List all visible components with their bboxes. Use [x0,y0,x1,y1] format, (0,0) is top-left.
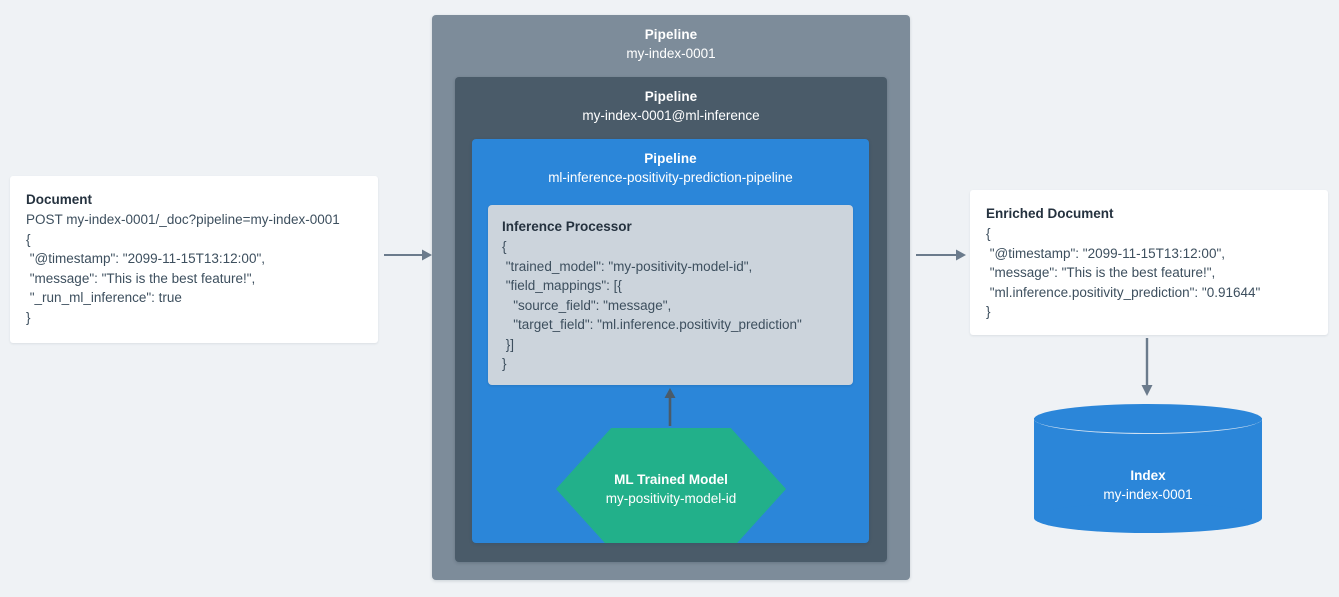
pipeline-middle-label: Pipeline [644,89,698,104]
inference-processor-line-6: } [502,356,507,371]
inference-processor-line-0: { [502,239,507,254]
index-cylinder: Index my-index-0001 [1034,404,1262,533]
index-name: my-index-0001 [1103,487,1193,502]
inference-processor-line-1: "trained_model": "my-positivity-model-id… [502,258,753,274]
arrow-model-to-processor-icon [664,388,676,426]
enriched-document-card: Enriched Document { "@timestamp": "2099-… [970,190,1328,335]
document-card-title: Document [26,192,93,207]
inference-processor-box: Inference Processor { "trained_model": "… [488,205,853,385]
enriched-document-line-3: "ml.inference.positivity_prediction": "0… [986,284,1261,300]
inference-processor-title: Inference Processor [502,219,632,234]
document-card-line-3: "message": "This is the best feature!", [26,270,256,286]
index-cylinder-bottom [1034,503,1262,533]
enriched-document-line-1: "@timestamp": "2099-11-15T13:12:00", [986,245,1225,261]
pipeline-inner-label: Pipeline [644,151,697,166]
index-cylinder-label-group: Index my-index-0001 [1034,466,1262,504]
document-card-line-4: "_run_ml_inference": true [26,290,182,305]
enriched-document-line-4: } [986,304,991,319]
ml-trained-model-label: ML Trained Model [614,472,728,487]
enriched-document-title: Enriched Document [986,206,1114,221]
document-card-line-2: "@timestamp": "2099-11-15T13:12:00", [26,251,265,266]
ml-trained-model-name: my-positivity-model-id [605,491,737,506]
pipeline-outer-label: Pipeline [644,27,698,42]
enriched-document-line-2: "message": "This is the best feature!", [986,265,1216,280]
inference-processor-line-3: "source_field": "message", [502,297,672,313]
document-card-line-1: { [26,231,31,247]
document-card-line-0: POST my-index-0001/_doc?pipeline=my-inde… [26,212,340,227]
pipeline-middle-name: my-index-0001@ml-inference [582,108,760,123]
pipeline-outer-name: my-index-0001 [626,46,716,61]
ml-trained-model-hexagon: ML Trained Model my-positivity-model-id [556,428,786,543]
index-cylinder-body [1034,418,1262,518]
pipeline-middle-header: Pipeline my-index-0001@ml-inference [455,77,887,125]
index-label: Index [1130,468,1166,483]
document-card: Document POST my-index-0001/_doc?pipelin… [10,176,378,343]
enriched-document-line-0: { [986,226,991,241]
arrow-enriched-to-index-icon [1141,338,1153,396]
document-card-line-5: } [26,309,31,325]
pipeline-outer-header: Pipeline my-index-0001 [432,15,910,63]
arrow-pipeline-to-enriched-icon [916,249,966,261]
index-cylinder-top [1034,404,1262,434]
inference-processor-line-5: }] [502,336,515,352]
arrow-document-to-pipeline-icon [384,249,432,261]
pipeline-inner-container: Pipeline ml-inference-positivity-predict… [472,139,869,543]
inference-processor-line-4: "target_field": "ml.inference.positivity… [502,317,802,332]
pipeline-inner-header: Pipeline ml-inference-positivity-predict… [472,139,869,187]
pipeline-inner-name: ml-inference-positivity-prediction-pipel… [548,170,793,185]
inference-processor-line-2: "field_mappings": [{ [502,278,622,293]
